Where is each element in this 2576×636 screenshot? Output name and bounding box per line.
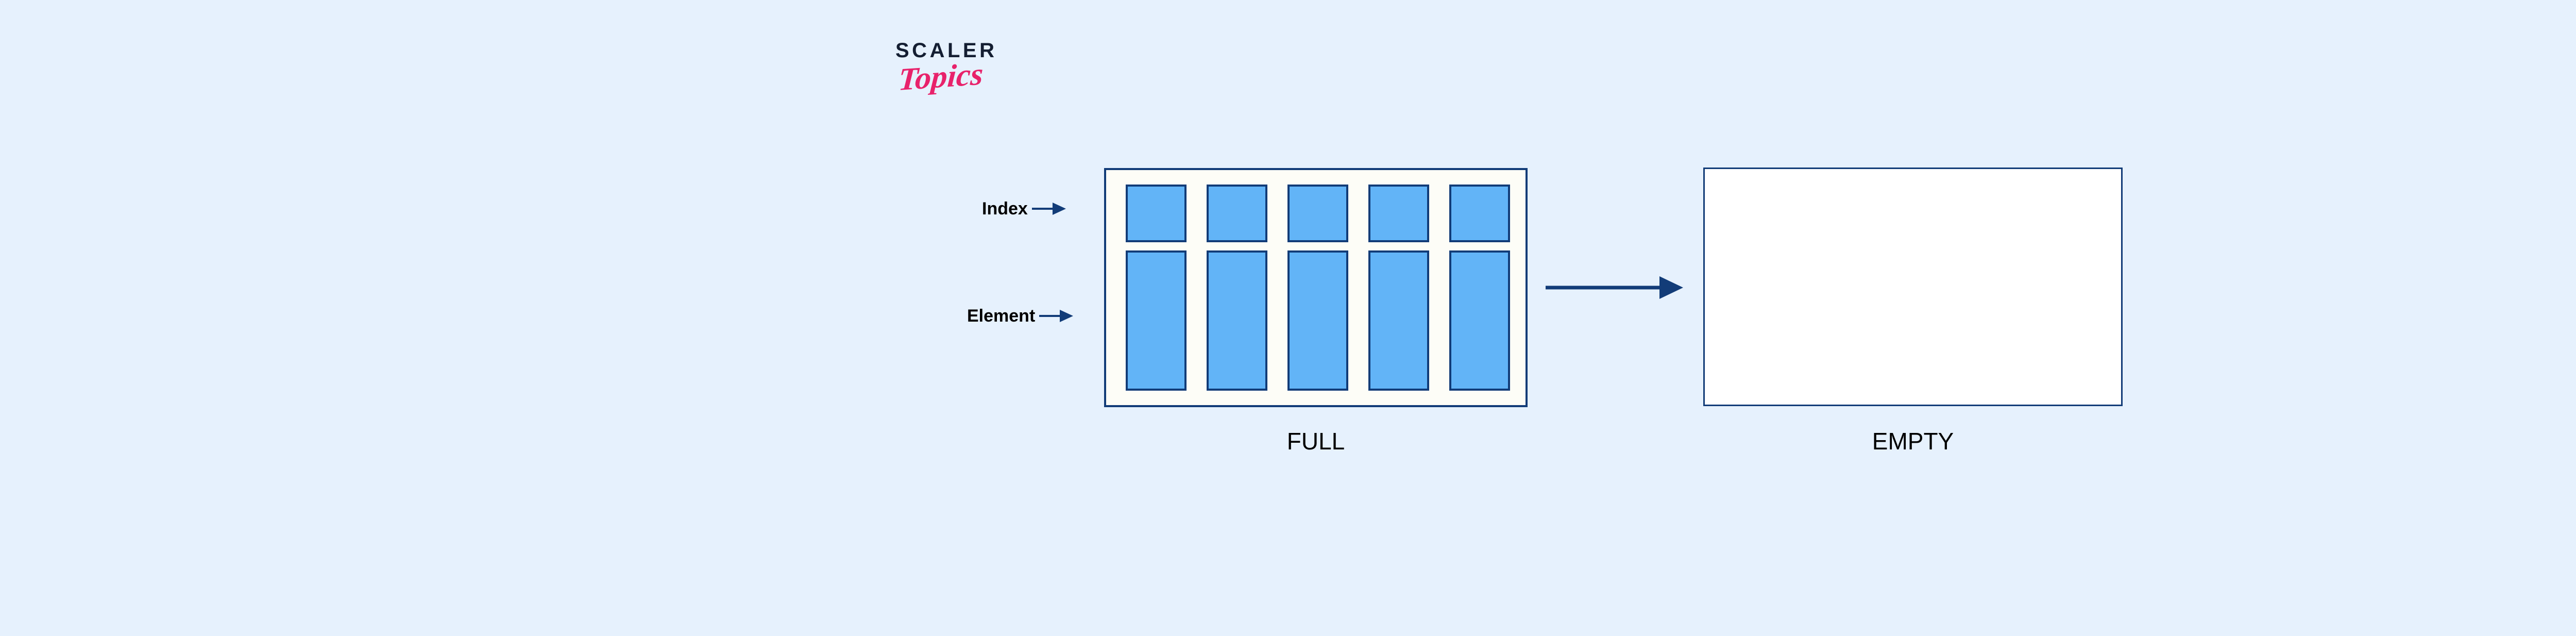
element-label-group: Element (967, 304, 1074, 328)
array-cell (1126, 185, 1187, 391)
empty-array-box (1703, 168, 2123, 406)
index-slot (1207, 185, 1267, 242)
index-pointer-arrow-icon (1031, 203, 1066, 215)
transition-arrow-icon (1546, 276, 1683, 299)
array-cell-row (1126, 185, 1510, 391)
element-label-text: Element (967, 306, 1036, 326)
array-cell (1287, 185, 1348, 391)
array-cell (1449, 185, 1510, 391)
element-slot (1126, 250, 1187, 391)
array-cell (1368, 185, 1429, 391)
element-slot (1368, 250, 1429, 391)
index-slot (1449, 185, 1510, 242)
element-slot (1287, 250, 1348, 391)
array-cell (1207, 185, 1267, 391)
index-slot (1287, 185, 1348, 242)
index-label-text: Index (982, 199, 1028, 219)
element-slot (1449, 250, 1510, 391)
scaler-topics-logo: SCALER Topics (895, 40, 1050, 123)
index-slot (1368, 185, 1429, 242)
full-array-box (1104, 168, 1528, 407)
element-slot (1207, 250, 1267, 391)
full-array-caption: FULL (1286, 428, 1345, 455)
empty-array-caption: EMPTY (1872, 428, 1954, 455)
index-label-group: Index (982, 197, 1066, 221)
element-pointer-arrow-icon (1039, 310, 1074, 322)
logo-brand-text: SCALER (895, 39, 997, 62)
index-slot (1126, 185, 1187, 242)
